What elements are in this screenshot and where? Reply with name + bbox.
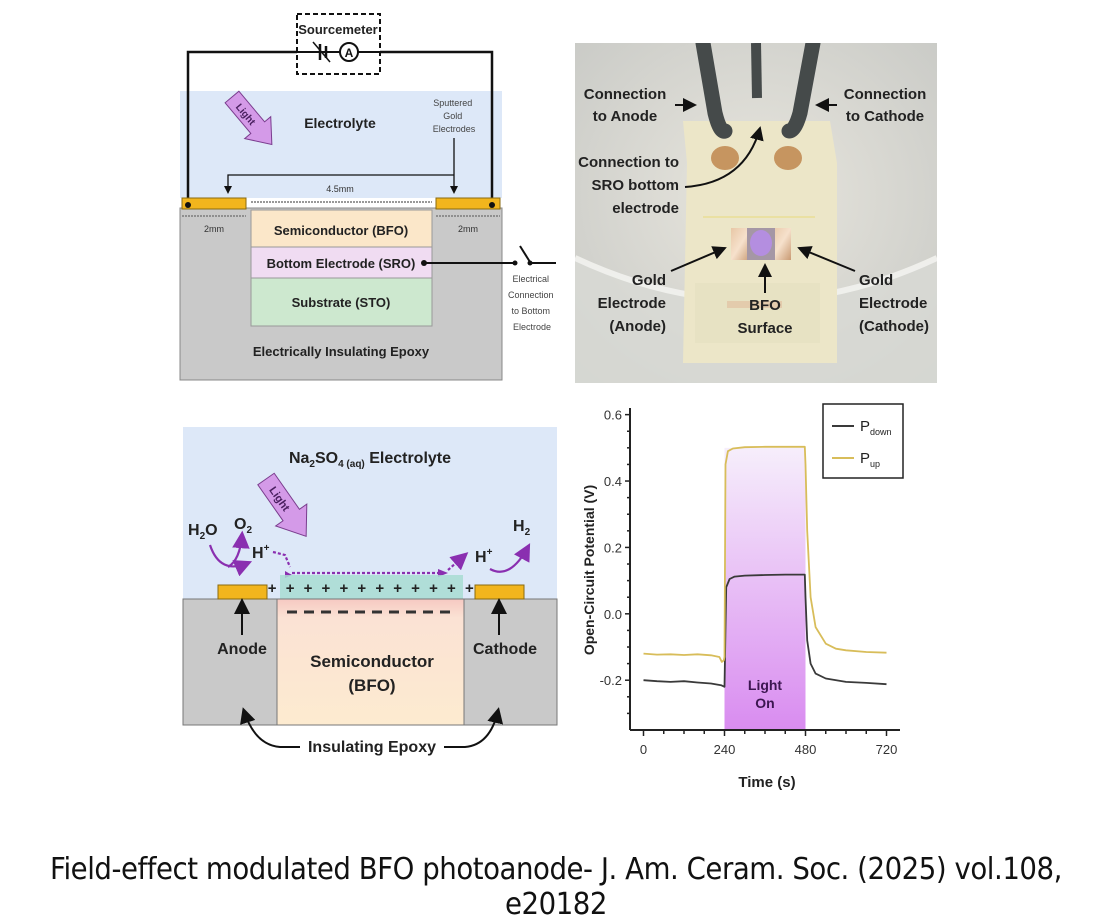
gold-electrode-right: [435, 197, 501, 210]
svg-text:Substrate (STO): Substrate (STO): [292, 295, 391, 310]
pad-left-dimension: 2mm: [204, 224, 224, 234]
reduction-arrow: [489, 543, 531, 573]
insulating-epoxy-label: Insulating Epoxy: [308, 739, 436, 756]
layer-bottom-electrode-sro: [250, 246, 433, 279]
series-line-p-down: [643, 573, 887, 688]
wire-anode: [695, 43, 733, 139]
y-tick-label: 0.0: [604, 607, 622, 622]
epoxy-label: Electrically Insulating Epoxy: [253, 344, 430, 359]
wire-sro: [751, 43, 762, 99]
bottom-connection-label: Electrical Connection to Bottom Electrod…: [508, 274, 556, 332]
legend-label-p-down: Pdown: [860, 418, 892, 437]
o2-label: O2: [234, 516, 252, 536]
h2-label: H2: [513, 518, 531, 538]
svg-text:Semiconductor (BFO): Semiconductor (BFO): [274, 223, 408, 238]
ammeter-icon: [339, 42, 359, 62]
y-tick-label: -0.2: [600, 673, 622, 688]
gold-anode: [217, 584, 268, 600]
y-tick-label: 0.6: [604, 408, 622, 423]
gap-dimension-label: 4.5mm: [326, 184, 354, 194]
layer-substrate-sto: [250, 277, 433, 327]
electrolyte-label: Na2SO4 (aq) Electrolyte: [289, 450, 451, 470]
y-tick-label: 0.2: [604, 540, 622, 555]
svg-text:Bottom Electrode (SRO): Bottom Electrode (SRO): [267, 256, 416, 271]
sourcemeter-label: Sourcemeter: [298, 22, 377, 37]
light-on-annotation: Light: [748, 677, 783, 693]
y-axis-label: Open-Circuit Potential (V): [581, 485, 597, 655]
wire-cathode: [781, 43, 821, 139]
x-tick-label: 0: [640, 742, 647, 757]
panel-a-device-schematic: Sourcemeter A Light Electrolyte Sputtere…: [179, 13, 556, 381]
gold-electrode-cathode-photo: [771, 228, 791, 260]
h2o-label: H2O: [188, 522, 218, 542]
x-axis-label: Time (s): [738, 774, 795, 791]
figure-caption: Field-effect modulated BFO photoanode- J…: [50, 852, 1062, 922]
sourcemeter-box: [296, 13, 381, 75]
electrolyte-label: Electrolyte: [304, 115, 376, 131]
panel-c-mechanism-schematic: Na2SO4 (aq) Electrolyte Light H2O O2 H+ …: [182, 427, 558, 756]
positive-surface-charges: + + + + + + + + + + + +: [268, 580, 476, 597]
gold-cathode: [474, 584, 525, 600]
svg-text:(BFO): (BFO): [348, 676, 395, 695]
variable-source-icon: [312, 41, 331, 63]
gold-electrode-left: [181, 197, 247, 210]
sputtered-gold-label: Sputtered Gold Electrodes: [433, 98, 476, 134]
pad-right-dimension: 2mm: [458, 224, 478, 234]
h-plus-left-label: H+: [252, 543, 270, 562]
light-on-band: [724, 447, 806, 730]
light-arrow-icon: Light: [257, 472, 308, 538]
cathode-label: Cathode: [473, 641, 537, 658]
x-tick-label: 720: [876, 742, 898, 757]
bfo-surface-photo: [750, 230, 772, 256]
x-tick-label: 240: [714, 742, 736, 757]
series-line-p-up: [643, 445, 887, 663]
layer-semiconductor-bfo: [250, 209, 433, 248]
y-tick-label: 0.4: [604, 474, 622, 489]
switch-icon: [519, 245, 556, 266]
oxidation-arrow: [208, 544, 253, 577]
proton-transport-arrow: [272, 552, 465, 575]
x-tick-label: 480: [795, 742, 817, 757]
light-on-annotation: On: [755, 695, 774, 711]
semiconductor-bfo-block: [276, 598, 465, 726]
gold-electrode-anode-photo: [731, 228, 751, 260]
legend-label-p-up: Pup: [860, 450, 880, 469]
circuit-wire: [186, 50, 494, 200]
semiconductor-label: Semiconductor: [310, 652, 434, 671]
anode-label: Anode: [217, 641, 267, 658]
chart-legend: Pdown Pup: [822, 403, 904, 479]
svg-text:A: A: [345, 46, 354, 60]
